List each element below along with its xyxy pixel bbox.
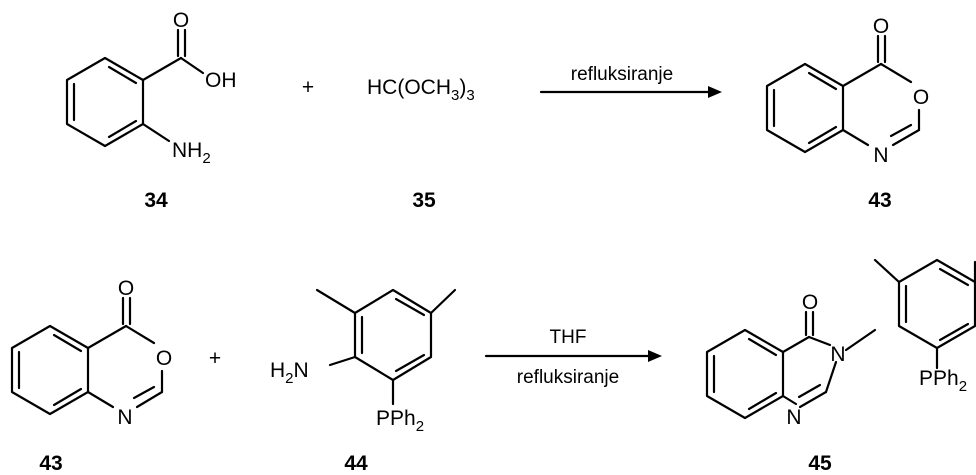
carbonyl-oxygen-label: O — [173, 9, 189, 32]
arrow-2-condition-solvent: THF — [550, 327, 587, 348]
compound-number-43-row2: 43 — [39, 452, 62, 475]
ring-oxygen-label: O — [913, 86, 929, 109]
plus-sign: + — [302, 76, 314, 99]
amino-group-label: NH2 — [172, 139, 211, 167]
compound-44-structure: H2N PPh2 — [270, 288, 457, 435]
arrow-2-condition-reflux: refluksiranje — [517, 367, 619, 388]
diphenylphosphino-label: PPh2 — [376, 407, 424, 435]
compound-number-35: 35 — [412, 189, 436, 212]
compound-43-structure: O O N — [10, 277, 172, 429]
compound-43-structure: O O N — [765, 15, 929, 167]
reaction-arrow-1 — [539, 86, 722, 98]
compound-number-45: 45 — [808, 452, 832, 475]
hydroxyl-label: OH — [205, 69, 237, 92]
carbonyl-oxygen-label: O — [802, 291, 818, 314]
ring-nitrogen-label: N — [117, 406, 132, 429]
compound-34-structure: O OH NH2 — [65, 9, 237, 167]
compound-number-44: 44 — [344, 452, 368, 475]
arrow-1-condition: refluksiranje — [571, 64, 673, 85]
compound-35-formula: HC(OCH3)3 — [367, 76, 475, 104]
carbonyl-oxygen-label: O — [118, 277, 134, 300]
amine-label: H2N — [270, 359, 309, 387]
ring-oxygen-label: O — [156, 347, 172, 370]
compound-number-34: 34 — [144, 189, 168, 212]
diphenylphosphino-label: PPh2 — [919, 367, 967, 395]
carbonyl-oxygen-label: O — [873, 15, 889, 38]
compound-45-structure: O N N PPh2 — [705, 258, 976, 429]
reaction-arrow-2 — [484, 350, 662, 362]
ring-nitrogen-label: N — [786, 406, 801, 429]
compound-number-43: 43 — [868, 189, 891, 212]
plus-sign: + — [209, 347, 221, 370]
amide-nitrogen-label: N — [830, 343, 845, 366]
ring-nitrogen-label: N — [873, 144, 888, 167]
